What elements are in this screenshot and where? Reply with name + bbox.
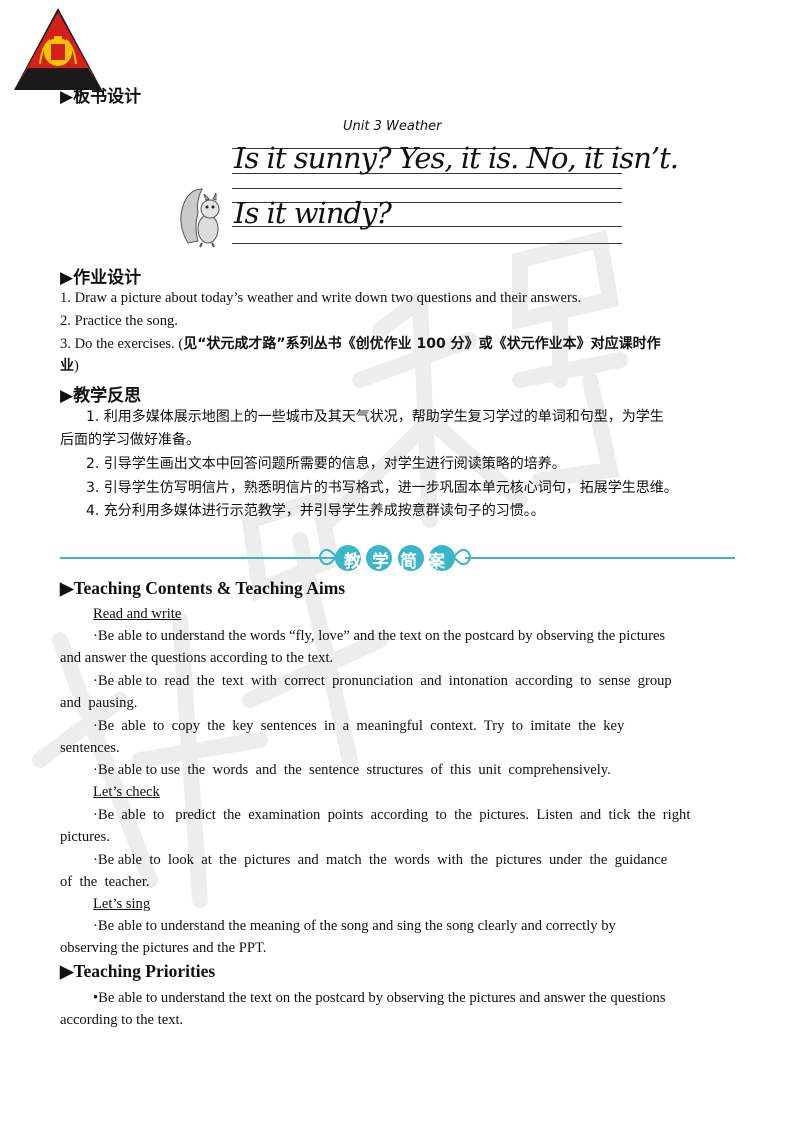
homework-item-3-reference: 见“状元成才路”系列丛书《创优作业 100 分》或《状元作业本》对应课时作 (183, 336, 661, 352)
reflection-item-1-continued: 后面的学习做好准备。 (60, 432, 200, 448)
read-write-aim-2-continued: and pausing. (60, 695, 138, 711)
board-design-heading: ▶板书设计 (60, 87, 142, 107)
read-write-aim-3: ·Be able to copy the key sentences in a … (93, 718, 625, 734)
writing-line (232, 243, 622, 244)
lets-check-aim-1-continued: pictures. (60, 829, 110, 845)
lets-sing-aim-1-continued: observing the pictures and the PPT. (60, 940, 267, 956)
writing-line (232, 226, 622, 227)
banner-badges (335, 545, 455, 571)
lets-check-label: Let’s check (93, 784, 160, 800)
banner-badge (335, 545, 361, 571)
homework-item-3-reference-end: 业 (60, 358, 74, 374)
reflection-item-1: 1. 利用多媒体展示地图上的一些城市及其天气状况，帮助学生复习学过的单词和句型，… (86, 409, 664, 425)
reflection-item-4: 4. 充分利用多媒体进行示范教学，并引导学生养成按意群读句子的习惯。。 (86, 503, 545, 519)
priority-item-1: •Be able to understand the text on the p… (93, 990, 666, 1006)
banner-ornament-left (319, 548, 338, 566)
writing-line (232, 173, 622, 174)
writing-line (232, 148, 622, 149)
writing-line (232, 202, 622, 203)
homework-item-3: 3. Do the exercises. (见“状元成才路”系列丛书《创优作业 … (60, 333, 661, 356)
banner-label: 教学简案 (344, 552, 456, 572)
banner-divider-right (465, 557, 735, 559)
banner-badge (428, 545, 455, 571)
publisher-logo (14, 8, 102, 90)
read-write-aim-3-continued: sentences. (60, 740, 120, 756)
board-title: Unit 3 Weather (343, 119, 442, 134)
lets-check-aim-2: ·Be able to look at the pictures and mat… (93, 852, 668, 868)
teaching-priorities-heading: ▶Teaching Priorities (60, 961, 216, 981)
homework-item-2: 2. Practice the song. (60, 313, 178, 329)
lets-sing-aim-1: ·Be able to understand the meaning of th… (93, 918, 616, 934)
board-sentence-1: Is it sunny? Yes, it is. No, it isn’t. (234, 141, 679, 175)
board-sentence-2: Is it windy? (234, 196, 392, 230)
banner-badge (397, 545, 424, 571)
lets-check-aim-1: ·Be able to predict the examination poin… (93, 807, 691, 823)
homework-item-3-suffix: ) (74, 358, 79, 374)
homework-heading: ▶作业设计 (60, 268, 142, 288)
banner-ornament-right (452, 548, 471, 566)
banner-divider-left (60, 557, 335, 559)
read-write-aim-4: ·Be able to use the words and the senten… (93, 762, 611, 778)
teaching-contents-heading: ▶Teaching Contents & Teaching Aims (60, 578, 346, 598)
read-write-aim-1-continued: and answer the questions according to th… (60, 650, 334, 666)
reflection-item-3: 3. 引导学生仿写明信片，熟悉明信片的书写格式，进一步巩固本单元核心词句，拓展学… (86, 480, 678, 496)
lets-check-aim-2-continued: of the teacher. (60, 874, 150, 890)
writing-line (232, 188, 622, 189)
reflection-heading: ▶教学反思 (60, 386, 142, 406)
read-write-aim-1: ·Be able to understand the words “fly, l… (93, 628, 666, 644)
banner-badge (366, 545, 393, 571)
homework-item-3-prefix: 3. Do the exercises. ( (60, 336, 184, 352)
read-write-aim-2: ·Be able to read the text with correct p… (93, 673, 672, 689)
lets-sing-label: Let’s sing (93, 896, 151, 912)
reflection-item-2: 2. 引导学生画出文本中回答问题所需要的信息，对学生进行阅读策略的培养。 (86, 456, 566, 472)
homework-item-1: 1. Draw a picture about today’s weather … (60, 290, 582, 306)
priority-item-1-continued: according to the text. (60, 1012, 184, 1028)
homework-item-3-continued: 业) (60, 355, 79, 378)
read-and-write-label: Read and write (93, 606, 182, 622)
squirrel-illustration (180, 188, 220, 248)
